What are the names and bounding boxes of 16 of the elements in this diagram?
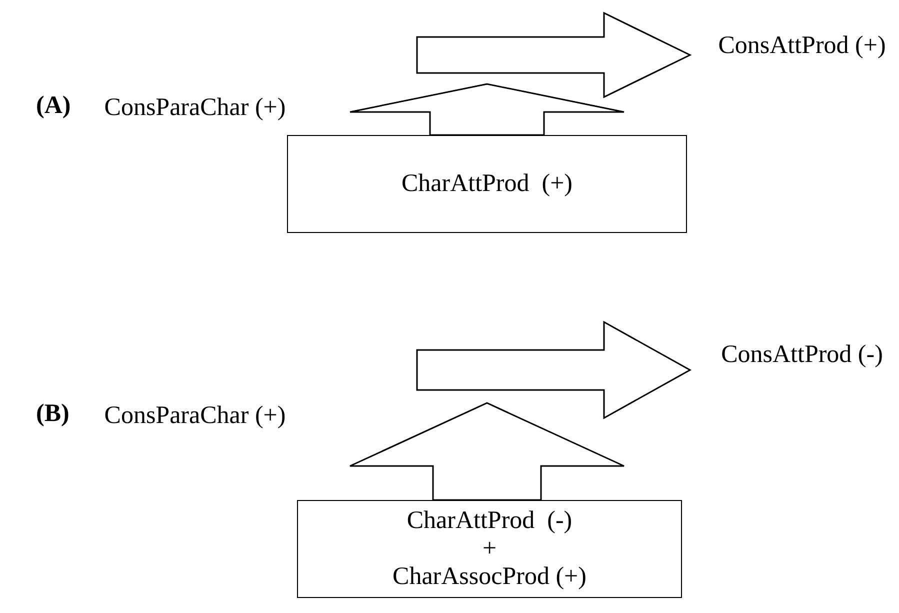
factor-box (297, 500, 682, 598)
factor-box (287, 135, 687, 233)
node-label: ConsAttProd (+) (718, 32, 886, 60)
block-arrow (349, 83, 625, 136)
block-arrow (416, 320, 692, 420)
block-arrow (416, 12, 692, 98)
node-label: CharAssocProd (+) (392, 563, 586, 591)
node-label: ConsAttProd (-) (721, 341, 883, 369)
node-label: CharAttProd (+) (401, 170, 573, 198)
block-arrow (349, 402, 625, 501)
panel-label: (B) (36, 400, 70, 428)
node-label: ConsParaChar (+) (104, 402, 286, 430)
node-label: + (482, 535, 497, 563)
panel-label: (A) (36, 92, 71, 120)
node-label: CharAttProd (-) (406, 507, 572, 535)
node-label: ConsParaChar (+) (104, 94, 286, 122)
